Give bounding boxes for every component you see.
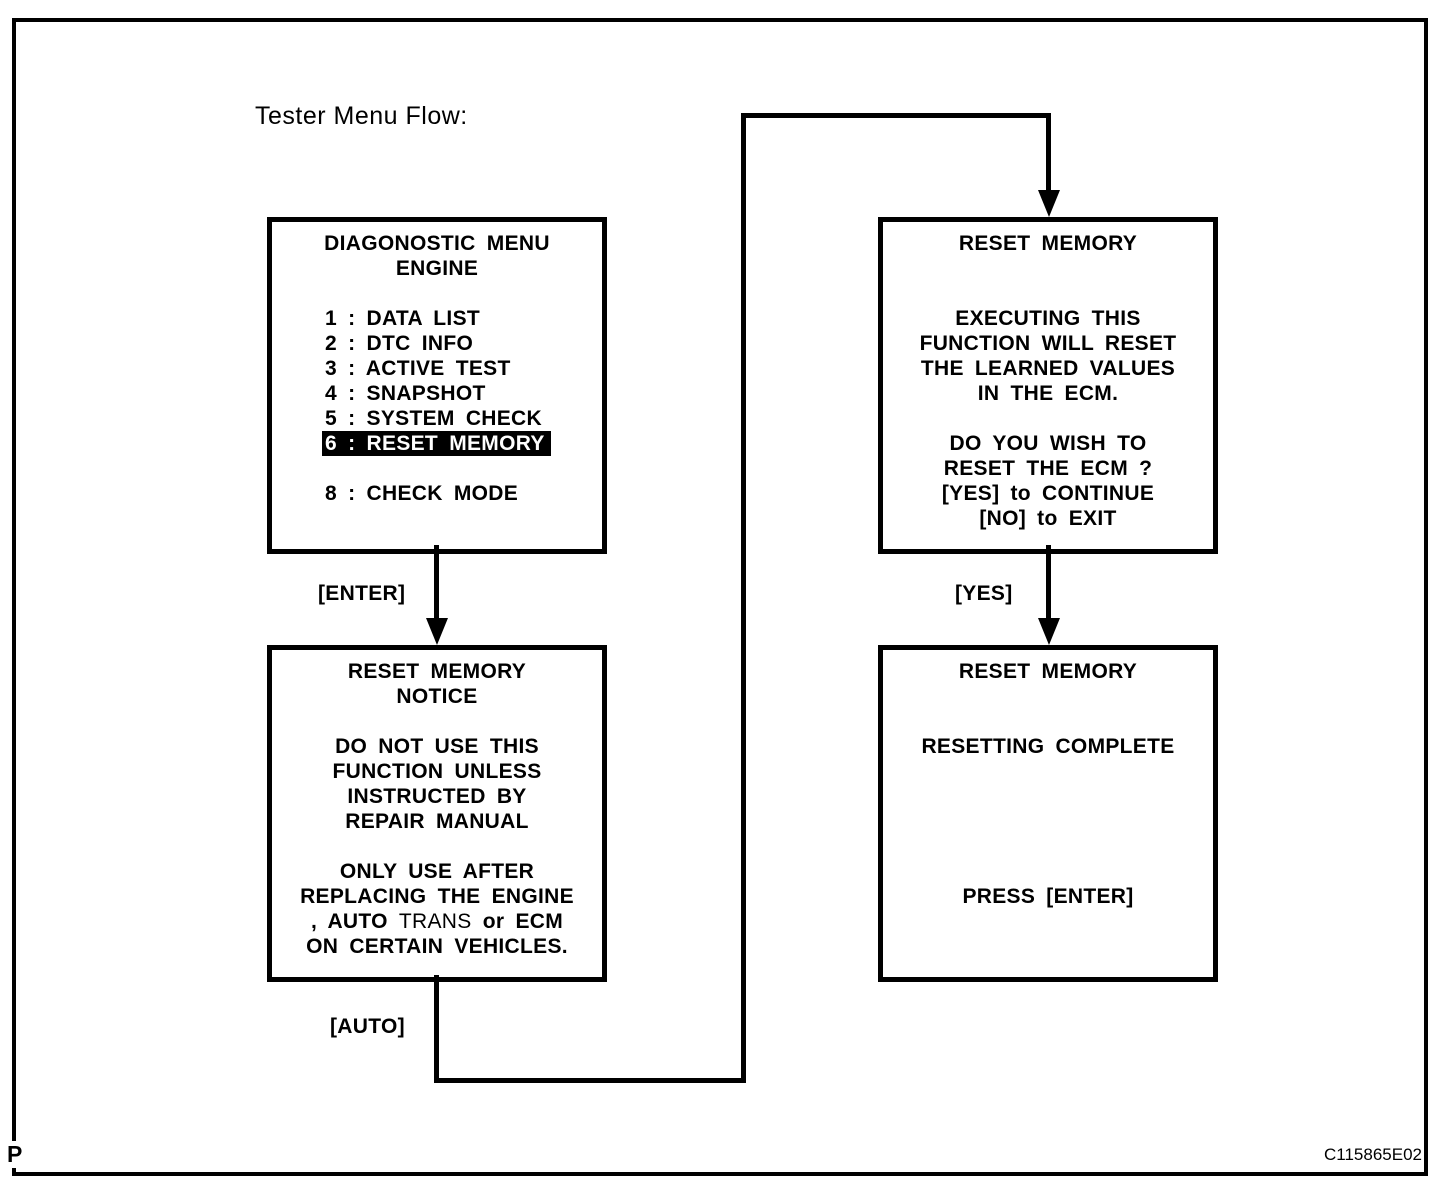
text-line: 8 : CHECK MODE [325,482,519,505]
page-marker: P [7,1141,25,1168]
text-line: THE LEARNED VALUES [920,357,1176,380]
flow-connector-enter [434,545,439,621]
flow-connector-auto-down [434,975,439,1083]
flow-connector-auto-east [434,1078,746,1083]
flow-connector-auto-up [741,113,746,1083]
text-line: RESET MEMORY [958,660,1138,683]
text-line: 5 : SYSTEM CHECK [325,407,542,430]
text-line [883,281,1213,306]
text-line: [YES] to CONTINUE [941,482,1155,505]
text-line [883,859,1213,884]
box-body-text: RESETTING COMPLETE PRESS [ENTER] [883,684,1213,909]
text-line: FUNCTION UNLESS [332,760,542,783]
text-line: PRESS [ENTER] [962,885,1134,908]
text-line [883,406,1213,431]
text-line [883,784,1213,809]
text-line: [NO] to EXIT [979,507,1117,530]
text-line [883,809,1213,834]
text-line [883,759,1213,784]
text-line: ON CERTAIN VEHICLES. [306,935,568,958]
text-segment: or ECM [471,910,564,933]
diagram-frame [12,18,1428,1176]
flow-label-auto: [AUTO] [330,1015,405,1038]
text-line: RESET THE ECM ? [943,457,1153,480]
text-line: DIAGONOSTIC MENU [324,232,550,255]
box-heading: RESET MEMORY [883,659,1213,684]
text-line: NOTICE [396,685,478,708]
text-line [883,684,1213,709]
flow-connector-yes [1046,545,1051,621]
arrowhead-down [426,618,448,645]
text-line: RESETTING COMPLETE [921,735,1175,758]
text-line: DO YOU WISH TO [949,432,1147,455]
text-line: IN THE ECM. [977,382,1119,405]
text-line [883,834,1213,859]
figure-code: C115865E02 [1324,1145,1422,1164]
text-line: 2 : DTC INFO [325,332,474,355]
text-line: 6 : RESET MEMORY [322,431,602,456]
arrowhead-down [1038,190,1060,217]
text-line: DO NOT USE THIS [335,735,539,758]
diagram-title: Tester Menu Flow: [255,102,468,130]
flow-label-enter: [ENTER] [318,582,406,605]
text-line: INSTRUCTED BY [347,785,527,808]
text-line: REPLACING THE ENGINE [300,885,574,908]
text-line [272,834,602,859]
text-line: 1 : DATA LIST [325,307,480,330]
flow-connector-auto-top [741,113,1051,118]
text-line: ENGINE [395,257,479,280]
text-line: , AUTO TRANS or ECM [272,909,602,934]
text-line [325,281,602,306]
text-segment: , AUTO [310,910,399,933]
text-line [883,709,1213,734]
text-line [272,709,602,734]
text-line: REPAIR MANUAL [345,810,529,833]
flow-label-yes: [YES] [955,582,1013,605]
box-heading: RESET MEMORY [883,231,1213,256]
text-segment: TRANS [398,910,472,933]
highlighted-menu-item: 6 : RESET MEMORY [322,431,551,456]
text-line [325,456,602,481]
text-line: RESET MEMORY [958,232,1138,255]
flow-connector-auto-into [1046,113,1051,193]
text-line: ONLY USE AFTER [339,860,535,883]
text-line: FUNCTION WILL RESET [919,332,1177,355]
text-line: EXECUTING THIS [955,307,1141,330]
text-line: 3 : ACTIVE TEST [325,357,511,380]
text-line: RESET MEMORY [347,660,527,683]
screen-box-reset-complete: RESET MEMORY RESETTING COMPLETE PRESS [E… [878,645,1218,982]
text-line [883,256,1213,281]
arrowhead-down [1038,618,1060,645]
text-line: 4 : SNAPSHOT [325,382,486,405]
